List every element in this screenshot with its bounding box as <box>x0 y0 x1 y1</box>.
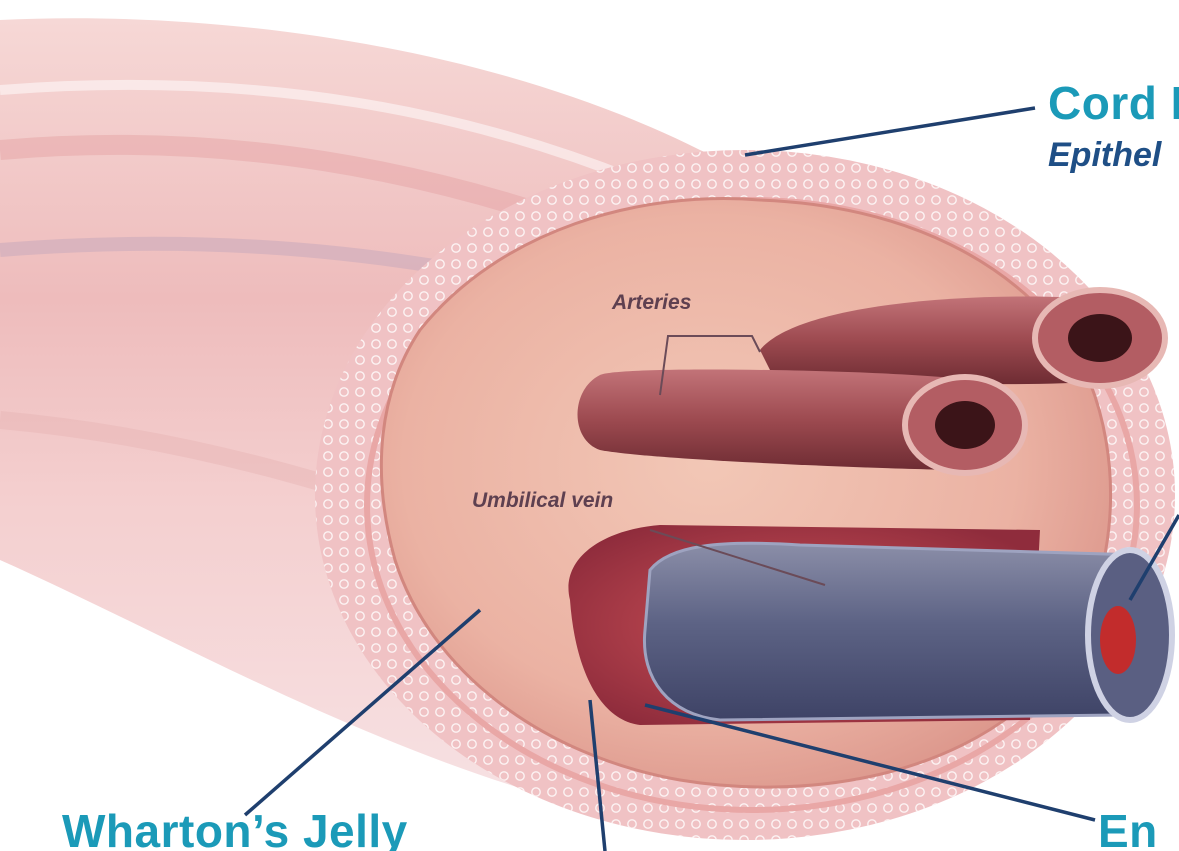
epithelium-label: Epithel <box>1048 138 1161 172</box>
cord-lining-leader <box>745 108 1035 155</box>
cord-lining-label: Cord L <box>1048 80 1179 126</box>
whartons-jelly-label: Wharton’s Jelly <box>62 808 408 851</box>
arteries-label: Arteries <box>612 292 691 313</box>
endothelium-label: En <box>1098 808 1158 851</box>
umbilical-vein <box>568 525 1172 725</box>
umbilical-vein-label: Umbilical vein <box>472 490 613 511</box>
